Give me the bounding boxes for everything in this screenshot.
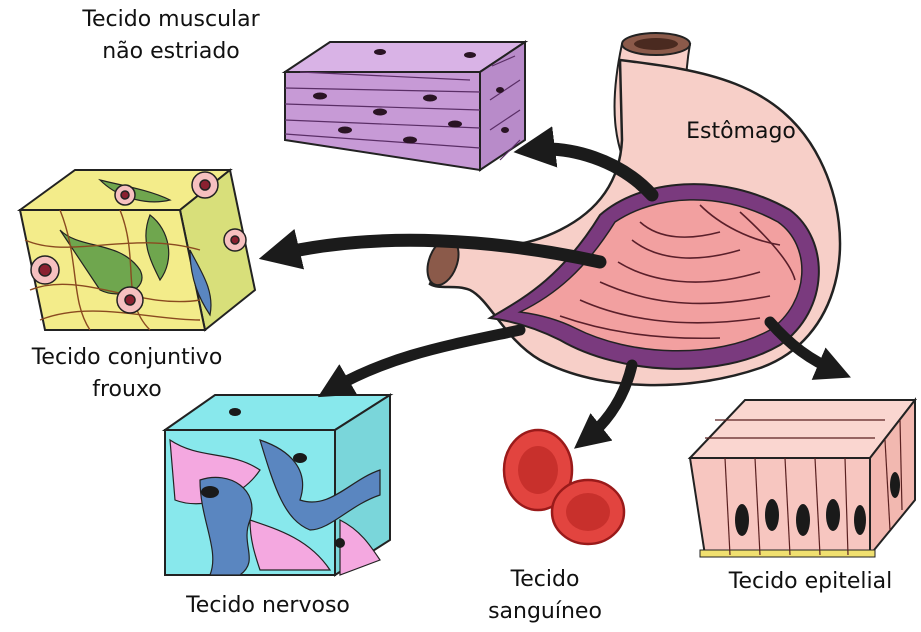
arrow-to-nervous <box>330 330 520 390</box>
label-epithelial: Tecido epitelial <box>703 568 918 596</box>
label-connective-line2: frouxo <box>2 376 252 404</box>
loose-connective-tissue-block <box>20 170 255 330</box>
nervous-tissue-block <box>165 395 390 575</box>
smooth-muscle-tissue-block <box>285 42 525 170</box>
label-muscle-line1: Tecido muscular <box>66 6 276 34</box>
epithelial-tissue-block <box>690 400 915 557</box>
label-connective-line1: Tecido conjuntivo <box>2 344 252 372</box>
label-nervous: Tecido nervoso <box>168 592 368 620</box>
label-blood-line2: sanguíneo <box>480 598 610 626</box>
label-stomach: Estômago <box>676 118 806 146</box>
label-blood-line1: Tecido <box>480 566 610 594</box>
red-blood-cells <box>504 430 624 544</box>
label-muscle-line2: não estriado <box>66 38 276 66</box>
